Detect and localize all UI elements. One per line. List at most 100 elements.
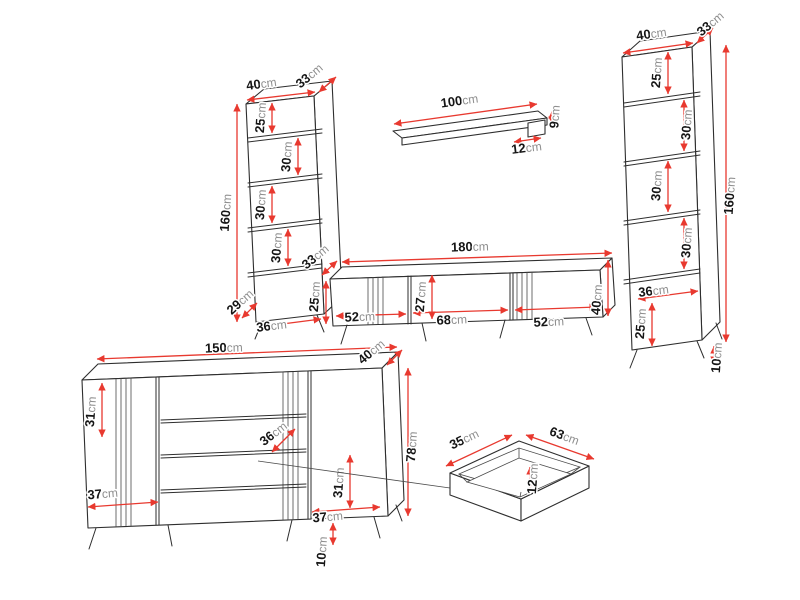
drawer-inner-edge — [458, 473, 468, 483]
dim-label-right-bottom-width: 36cm — [637, 281, 669, 300]
leg-line — [585, 317, 593, 336]
dim-label-drawer-height: 12cm — [524, 463, 541, 494]
dim-label-right-gap-4: 30cm — [678, 227, 695, 258]
dim-label-shelf-thickness: 9cm — [546, 105, 563, 129]
drawer-line — [160, 451, 307, 459]
leg-line — [316, 314, 325, 333]
dim-label-left-leg-depth: 29cm — [224, 286, 257, 318]
drawer-detail: 35cm 63cm 12cm — [445, 422, 595, 522]
shelf-line — [623, 91, 701, 104]
shelf-line — [247, 177, 323, 188]
leg-line — [715, 322, 723, 340]
leg-line — [696, 340, 705, 359]
sideboard: 150cm 40cm 31cm 36cm 37cm 37cm 31cm 78cm… — [80, 335, 421, 569]
dim-label-left-top-width: 40cm — [245, 74, 277, 93]
leg-line — [167, 524, 173, 547]
dim-label-sideboard-width: 150cm — [205, 339, 243, 355]
dim-label-tv-door-left: 52cm — [344, 308, 375, 325]
leg-line — [340, 324, 348, 345]
dim-line-bottom-width — [258, 316, 322, 330]
dim-label-tv-door-middle: 68cm — [436, 311, 467, 328]
dim-label-left-gap-4: 30cm — [268, 232, 285, 263]
dim-label-right-gap-1: 25cm — [648, 57, 665, 88]
shelf-line — [623, 213, 701, 226]
shelf-line — [247, 222, 323, 233]
dim-label-left-bottom-width: 36cm — [255, 316, 287, 335]
shelf-line — [247, 218, 323, 229]
right-cabinet-shelves — [623, 91, 701, 285]
shelf-line — [623, 272, 701, 285]
shelf-line — [247, 132, 323, 143]
dim-label-shelf-depth: 12cm — [510, 138, 542, 157]
right-cabinet-dimensions — [622, 27, 730, 365]
dim-label-drawer-depth: 35cm — [447, 426, 481, 453]
dim-line-door-right — [311, 503, 381, 516]
drawer-line — [160, 416, 307, 424]
left-cabinet: 40cm 33cm 25cm 30cm 30cm 30cm 160cm 29cm… — [215, 59, 345, 340]
wall-shelf-dimensions — [393, 101, 556, 145]
dim-line-door-middle — [412, 306, 509, 317]
leg-line — [286, 519, 293, 542]
dim-label-right-height: 160cm — [721, 176, 739, 215]
dim-line-leg-depth — [241, 302, 258, 319]
drawer-line — [160, 483, 307, 491]
shelf-line — [623, 268, 701, 281]
dim-line-top-depth — [321, 260, 338, 276]
dim-label-sideboard-lower-gap: 31cm — [330, 467, 347, 498]
dim-line-door-left — [335, 310, 407, 320]
drawer-line — [160, 413, 307, 421]
shelf-line — [623, 150, 701, 163]
drawer-callout-line — [257, 460, 451, 489]
dim-label-sideboard-door-left: 37cm — [87, 485, 119, 503]
wall-shelf: 100cm 9cm 12cm — [392, 90, 564, 158]
left-cabinet-dimensions — [233, 76, 337, 330]
dim-line-bottom-width — [637, 288, 699, 302]
tv-stand-dimensions — [321, 249, 613, 325]
leg-line — [373, 516, 381, 539]
dim-line-top-width — [246, 89, 316, 103]
dim-label-right-gap-3: 30cm — [648, 170, 665, 201]
right-cabinet-legs — [629, 322, 723, 369]
dim-label-tv-inner-height: 27cm — [412, 281, 429, 312]
left-cabinet-shelves — [247, 128, 323, 278]
dim-line-width — [341, 249, 613, 266]
dim-label-tv-door-right: 52cm — [533, 313, 564, 330]
drawer-dimensions — [445, 434, 595, 490]
dim-line-shelf-depth — [513, 135, 542, 145]
dim-label-shelf-width: 100cm — [440, 90, 479, 110]
drawer-inner-edge — [519, 491, 522, 498]
shelf-line — [247, 263, 323, 274]
dim-label-sideboard-upper-gap: 31cm — [82, 396, 99, 427]
dim-line-top-depth — [318, 76, 337, 93]
leg-line — [499, 319, 506, 339]
tv-stand-door-dividers — [407, 272, 514, 325]
shelf-line — [623, 209, 701, 222]
dim-label-sideboard-height: 78cm — [403, 431, 420, 462]
leg-line — [629, 349, 638, 369]
dim-line-door-right — [514, 303, 598, 314]
shelf-line — [623, 154, 701, 167]
drawer-line — [160, 486, 307, 494]
dim-line-depth — [386, 349, 403, 366]
dim-line-depth — [445, 434, 513, 467]
dim-line-top-depth — [696, 27, 714, 44]
leg-line — [395, 504, 403, 522]
wall-shelf-bracket — [527, 119, 546, 138]
dim-line-width — [96, 343, 398, 363]
shelf-line — [247, 267, 323, 278]
drawer-inner-edge — [570, 466, 581, 475]
dim-label-tv-front-height: 25cm — [306, 281, 323, 312]
dim-label-left-gap-1: 25cm — [252, 102, 269, 133]
dim-label-sideboard-door-right: 37cm — [312, 508, 344, 526]
dim-label-right-top-width: 40cm — [635, 24, 667, 43]
dim-line-door-left — [87, 498, 159, 511]
leg-line — [421, 322, 427, 342]
dim-label-left-gap-2: 30cm — [278, 141, 295, 172]
shelf-line — [623, 95, 701, 108]
dim-line-shelf-width — [393, 101, 538, 127]
shelf-line — [247, 173, 323, 184]
dim-label-left-height: 160cm — [217, 193, 235, 232]
sideboard-dimensions — [87, 343, 412, 546]
